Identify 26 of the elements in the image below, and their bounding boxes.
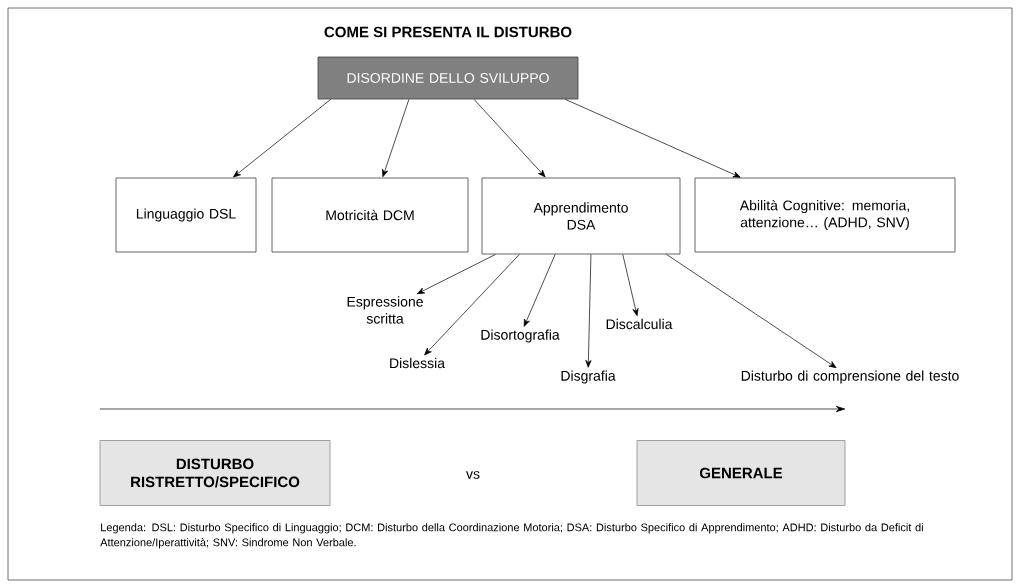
arrow <box>424 254 520 356</box>
category-box: DISTURBO RISTRETTO/SPECIFICO <box>99 440 331 506</box>
arrow <box>523 254 556 327</box>
comparison-label: vs <box>466 471 480 479</box>
category-box: Apprendimento DSA <box>481 177 681 255</box>
item-label: Disgrafia <box>561 370 616 384</box>
item-label: Discalculia <box>606 318 673 330</box>
item-label: Espressione scritta <box>347 296 423 324</box>
arrow <box>417 254 496 295</box>
item-label: Disturbo di comprensione del testo <box>741 370 959 384</box>
arrow <box>382 99 410 178</box>
arrow <box>565 99 741 178</box>
title: COME SI PRESENTA IL DISTURBO <box>324 26 572 38</box>
arrow <box>585 254 592 368</box>
category-box: Abilità Cognitive: memoria, attenzione… (ADHD, SNV) <box>694 177 956 253</box>
arrow <box>473 99 546 178</box>
category-box: GENERALE <box>636 440 846 506</box>
heading-box: DISORDINE DELLO SVILUPPO <box>317 56 579 100</box>
category-box: Motricità DCM <box>271 177 469 253</box>
arrow <box>666 254 837 369</box>
item-label: Dislessia <box>390 357 445 369</box>
category-box: Linguaggio DSL <box>115 177 257 253</box>
arrow <box>622 254 639 317</box>
arrow <box>233 99 331 178</box>
item-label: Disortografia <box>481 329 560 343</box>
legend-note: Legenda: DSL: Disturbo Specifico di Linguaggio; DCM: Disturbo della Coordinazione Motoria; DSA: Disturbo Specifico di Apprendimento; ADHD: Disturbo da Deficit di Attenzione/Iperattività; SNV: Sindrome Non Verbale. <box>100 523 923 549</box>
